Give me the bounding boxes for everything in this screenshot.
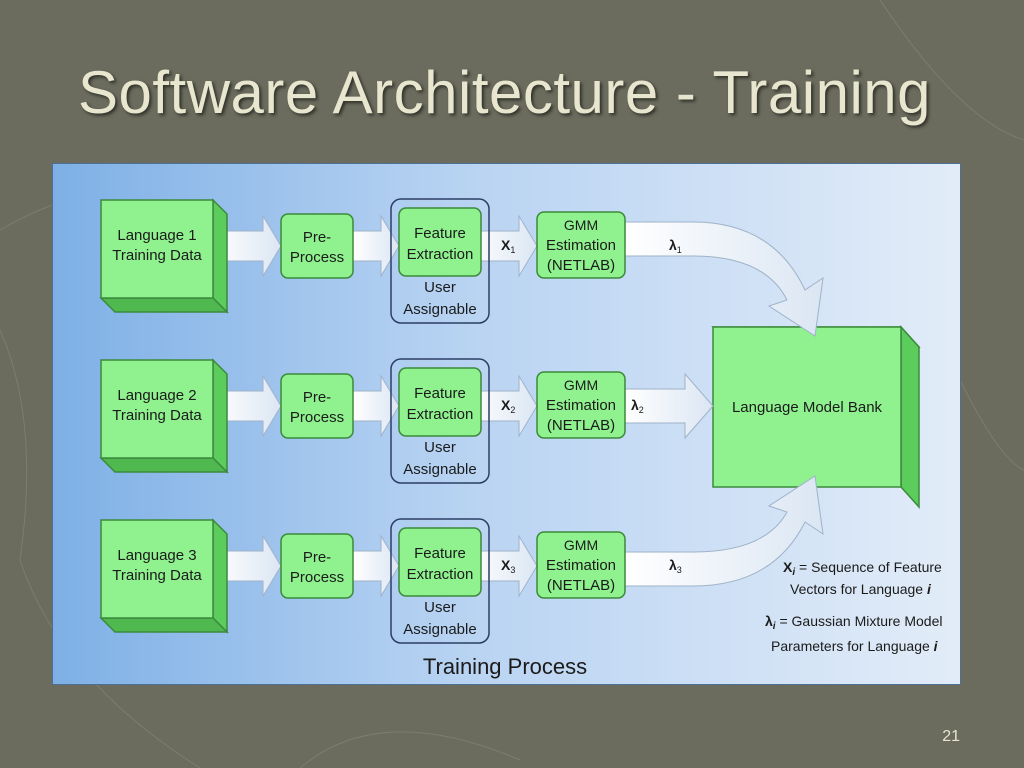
training-data-box-1: Language 1 Training Data [99,198,229,314]
architecture-diagram: Language Model Bank Language 1 Training D… [52,163,961,685]
gmm-line2: Estimation [546,557,616,574]
preprocess-line2: Process [290,569,344,586]
feature-line2: Extraction [407,566,474,583]
preprocess-line2: Process [290,249,344,266]
training-data-line2: Training Data [112,247,202,264]
feature-vector-label-1: X1 [501,237,515,255]
feature-vector-label-2: X2 [501,397,515,415]
diagram-canvas: Language Model Bank Language 1 Training D… [99,198,942,679]
user-assignable-line1-3: User [424,599,456,616]
gmm-estimation-box-2: GMM Estimation (NETLAB) [536,371,626,439]
lambda-label-3: λ3 [669,557,682,575]
gmm-line3: (NETLAB) [547,257,615,274]
gmm-line3: (NETLAB) [547,577,615,594]
feature-line2: Extraction [407,406,474,423]
gmm-line2: Estimation [546,237,616,254]
curved-arrow-row-1 [624,221,824,337]
preprocess-box-1: Pre- Process [280,213,354,279]
user-assignable-line2-3: Assignable [403,621,476,638]
user-assignable-frame-3 [390,518,490,644]
training-row-2: Language 2 Training Data Pre- Process Featur… [99,358,644,484]
user-assignable-line1-2: User [424,439,456,456]
training-data-line1: Language 2 [117,387,196,404]
user-assignable-line2-2: Assignable [403,461,476,478]
feature-vector-label-3: X3 [501,557,515,575]
gmm-line1: GMM [564,377,598,393]
slide-title: Software Architecture - Training [78,59,932,126]
legend: Xi = Sequence of Feature Vectors for Lan… [765,559,942,654]
lambda-label-1: λ1 [669,237,682,255]
preprocess-box-2: Pre- Process [280,373,354,439]
training-data-line1: Language 1 [117,227,196,244]
user-assignable-frame-1 [390,198,490,324]
training-data-line2: Training Data [112,407,202,424]
feature-line1: Feature [414,225,466,242]
preprocess-box-3: Pre- Process [280,533,354,599]
training-data-box-3: Language 3 Training Data [99,518,229,634]
preprocess-line1: Pre- [303,389,331,406]
user-assignable-line2-1: Assignable [403,301,476,318]
training-row-1: Language 1 Training Data Pre- Process Featur… [99,198,682,324]
lambda-label-2: λ2 [631,397,644,415]
legend-lambda-line1: λi = Gaussian Mixture Model [765,613,942,632]
user-assignable-frame-2 [390,358,490,484]
gmm-estimation-box-1: GMM Estimation (NETLAB) [536,211,626,279]
feature-line1: Feature [414,385,466,402]
arrow-preprocess-to-feature-2 [352,374,400,438]
language-model-bank-box: Language Model Bank [711,325,921,509]
gmm-estimation-box-3: GMM Estimation (NETLAB) [536,531,626,599]
training-data-box-2: Language 2 Training Data [99,358,229,474]
model-bank-label: Language Model Bank [732,399,883,416]
legend-lambda-line2: Parameters for Language i [771,638,939,654]
user-assignable-line1-1: User [424,279,456,296]
gmm-line1: GMM [564,537,598,553]
arrow-preprocess-to-feature-1 [352,214,400,278]
training-data-line2: Training Data [112,567,202,584]
curved-arrow-row-3 [624,475,824,587]
legend-x-line1: Xi = Sequence of Feature [783,559,942,578]
diagram-caption: Training Process [423,654,587,679]
training-data-line1: Language 3 [117,547,196,564]
page-number: 21 [942,728,960,745]
preprocess-line2: Process [290,409,344,426]
arrow-preprocess-to-feature-3 [352,534,400,598]
gmm-line2: Estimation [546,397,616,414]
feature-line2: Extraction [407,246,474,263]
training-row-3: Language 3 Training Data Pre- Process Featur… [99,518,682,644]
legend-x-line2: Vectors for Language i [790,581,932,597]
gmm-line3: (NETLAB) [547,417,615,434]
feature-line1: Feature [414,545,466,562]
arrow-row-2-to-bank [624,372,714,440]
preprocess-line1: Pre- [303,549,331,566]
gmm-line1: GMM [564,217,598,233]
preprocess-line1: Pre- [303,229,331,246]
